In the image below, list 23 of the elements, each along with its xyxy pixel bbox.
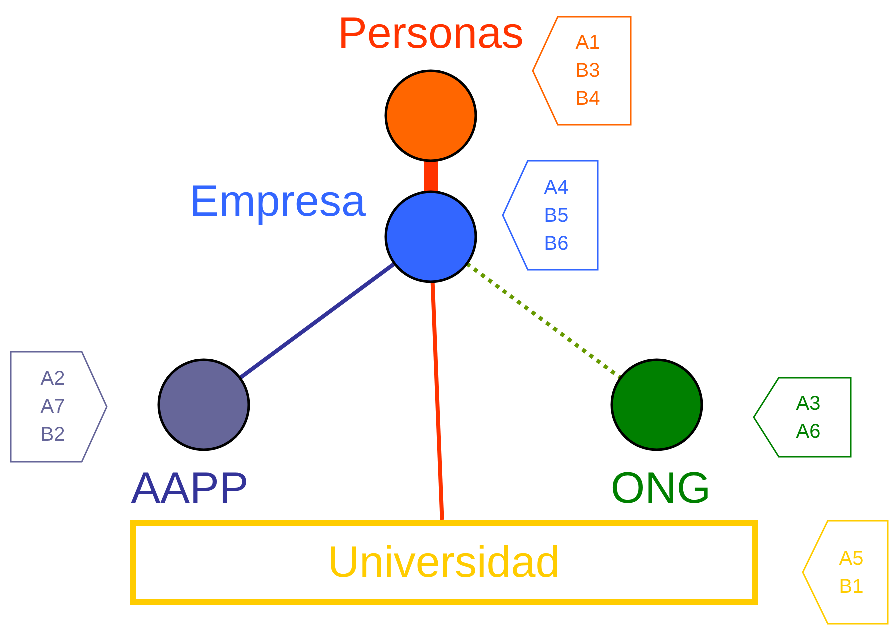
tag-code: B5 [544, 204, 569, 228]
tag-code: B3 [576, 59, 600, 84]
node-label: Personas [338, 12, 524, 56]
connector-line [430, 282, 444, 520]
connector-line [238, 262, 396, 380]
tag-code: A6 [796, 420, 821, 444]
tag-code: B1 [839, 574, 864, 600]
tag-code: B6 [544, 232, 569, 256]
tag-code: A1 [576, 31, 600, 56]
node-label: ONG [610, 467, 712, 511]
tag-code: A2 [40, 367, 66, 392]
tag-code: B4 [576, 87, 600, 112]
rectangle-box [130, 520, 758, 605]
tag-code: A5 [839, 546, 864, 572]
tag-code: A3 [796, 392, 821, 416]
dotted-line [466, 262, 622, 380]
node-label: Empresa [190, 180, 366, 224]
tag-code: A7 [40, 395, 66, 420]
tag-code: B2 [40, 423, 66, 448]
box-label: Universidad [328, 538, 560, 588]
node-label: AAPP [131, 467, 249, 511]
tag-code: A4 [544, 176, 569, 200]
connector-line [424, 161, 438, 192]
